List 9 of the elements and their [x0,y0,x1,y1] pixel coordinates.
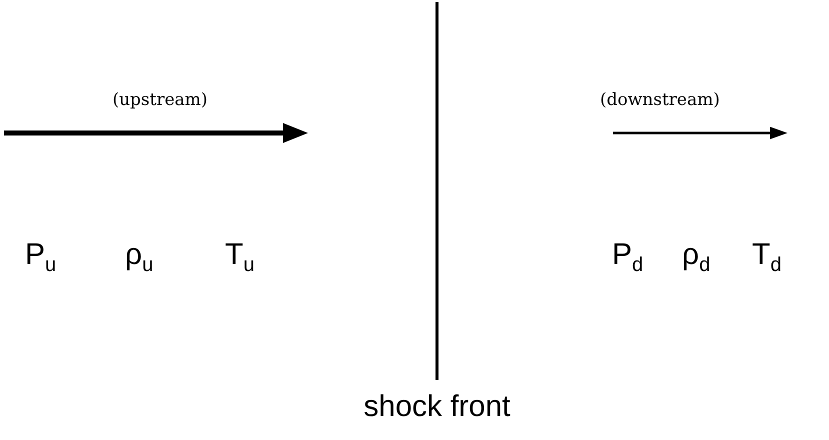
variable-label: T$_{u}$ [225,238,254,277]
shock-front-label: shock front [364,390,510,424]
variable-label: ρ$_{u}$ [125,238,154,277]
variable-label: ρ$_{d}$ [682,238,710,277]
variable-label: P$_{u}$ [25,238,56,277]
region-label: (downstream) [600,90,720,110]
variable-label: T$_{d}$ [752,238,782,277]
region-label: (upstream) [112,90,208,110]
variable-label: P$_{d}$ [612,238,644,277]
